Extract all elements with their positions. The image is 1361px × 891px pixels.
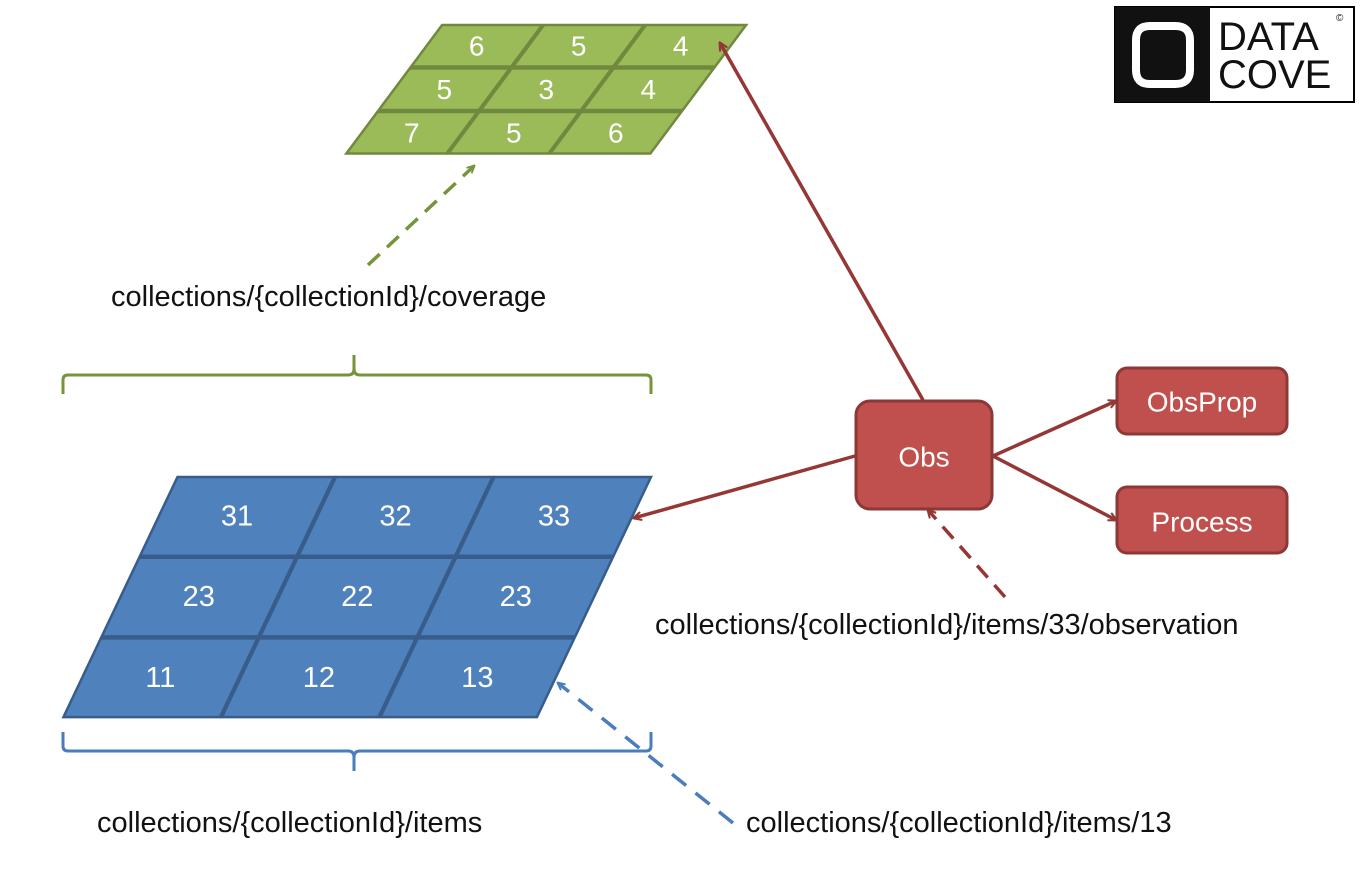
coverage-cell [445, 110, 582, 155]
coverage-cell-value: 7 [404, 117, 420, 148]
obsprop-node: ObsProp [1115, 366, 1289, 436]
items-brace [61, 732, 653, 771]
coverage-cell [510, 23, 647, 68]
logo-copyright-mark: © [1336, 13, 1344, 24]
items-cell [378, 637, 577, 719]
coverage-cell [376, 67, 513, 112]
items-cell-value: 32 [379, 500, 411, 532]
obs-node-label: Obs [898, 442, 949, 473]
obs-to-obsprop-arrow [992, 401, 1116, 458]
items-cell-value: 33 [538, 500, 570, 532]
coverage-cell-value: 5 [436, 74, 452, 105]
datacove-logo: DATA COVE © [1114, 6, 1355, 103]
items-cell [61, 637, 260, 719]
coverage-cell [580, 67, 717, 112]
items-cell-value: 12 [303, 662, 335, 694]
coverage-brace [61, 355, 653, 394]
coverage-cell-value: 5 [571, 30, 587, 61]
obs-node: Obs [854, 399, 994, 511]
observation-dashed-arrow [928, 510, 1007, 599]
coverage-cell-value: 4 [640, 74, 656, 105]
coverage-cell [408, 23, 545, 68]
coverage-cell-value: 6 [469, 30, 485, 61]
items-cell [416, 556, 615, 638]
coverage-cell [478, 67, 615, 112]
items-cell [219, 637, 418, 719]
coverage-label: collections/{collectionId}/coverage [111, 281, 546, 313]
item13-dashed-arrow [558, 683, 735, 825]
coverage-cell [612, 23, 749, 68]
observation-label: collections/{collectionId}/items/33/obse… [655, 609, 1239, 641]
items-cell [455, 475, 653, 557]
items-cell-value: 22 [341, 581, 373, 613]
items-cell-value: 23 [500, 581, 532, 613]
obs-to-process-arrow [992, 454, 1116, 522]
items-cell-value: 31 [221, 500, 253, 532]
items-cell [138, 475, 336, 557]
obsprop-node-label: ObsProp [1147, 387, 1258, 418]
coverage-cell [547, 110, 684, 155]
coverage-cell-value: 4 [673, 30, 689, 61]
coverage-cell [343, 110, 480, 155]
obs-to-items-arrow [634, 454, 856, 518]
items-cell [296, 475, 495, 557]
items-grid: 31 32 33 23 22 23 11 12 13 [61, 475, 653, 719]
coverage-dashed-arrow [366, 166, 474, 267]
process-node-label: Process [1151, 507, 1252, 538]
coverage-cell-value: 3 [538, 74, 554, 105]
coverage-cell-value: 6 [608, 117, 624, 148]
items-cell [99, 556, 298, 638]
item13-label: collections/{collectionId}/items/13 [746, 807, 1172, 839]
coverage-cell-value: 5 [506, 117, 522, 148]
logo-line1: DATA [1218, 15, 1319, 59]
items-cell-value: 13 [461, 662, 493, 694]
obs-to-coverage-arrow [720, 43, 925, 401]
items-label: collections/{collectionId}/items [97, 807, 482, 839]
items-cell [258, 556, 457, 638]
logo-line2: COVE [1218, 53, 1331, 97]
items-cell-value: 11 [145, 662, 175, 694]
items-cell-value: 23 [183, 581, 215, 613]
process-node: Process [1115, 485, 1289, 555]
